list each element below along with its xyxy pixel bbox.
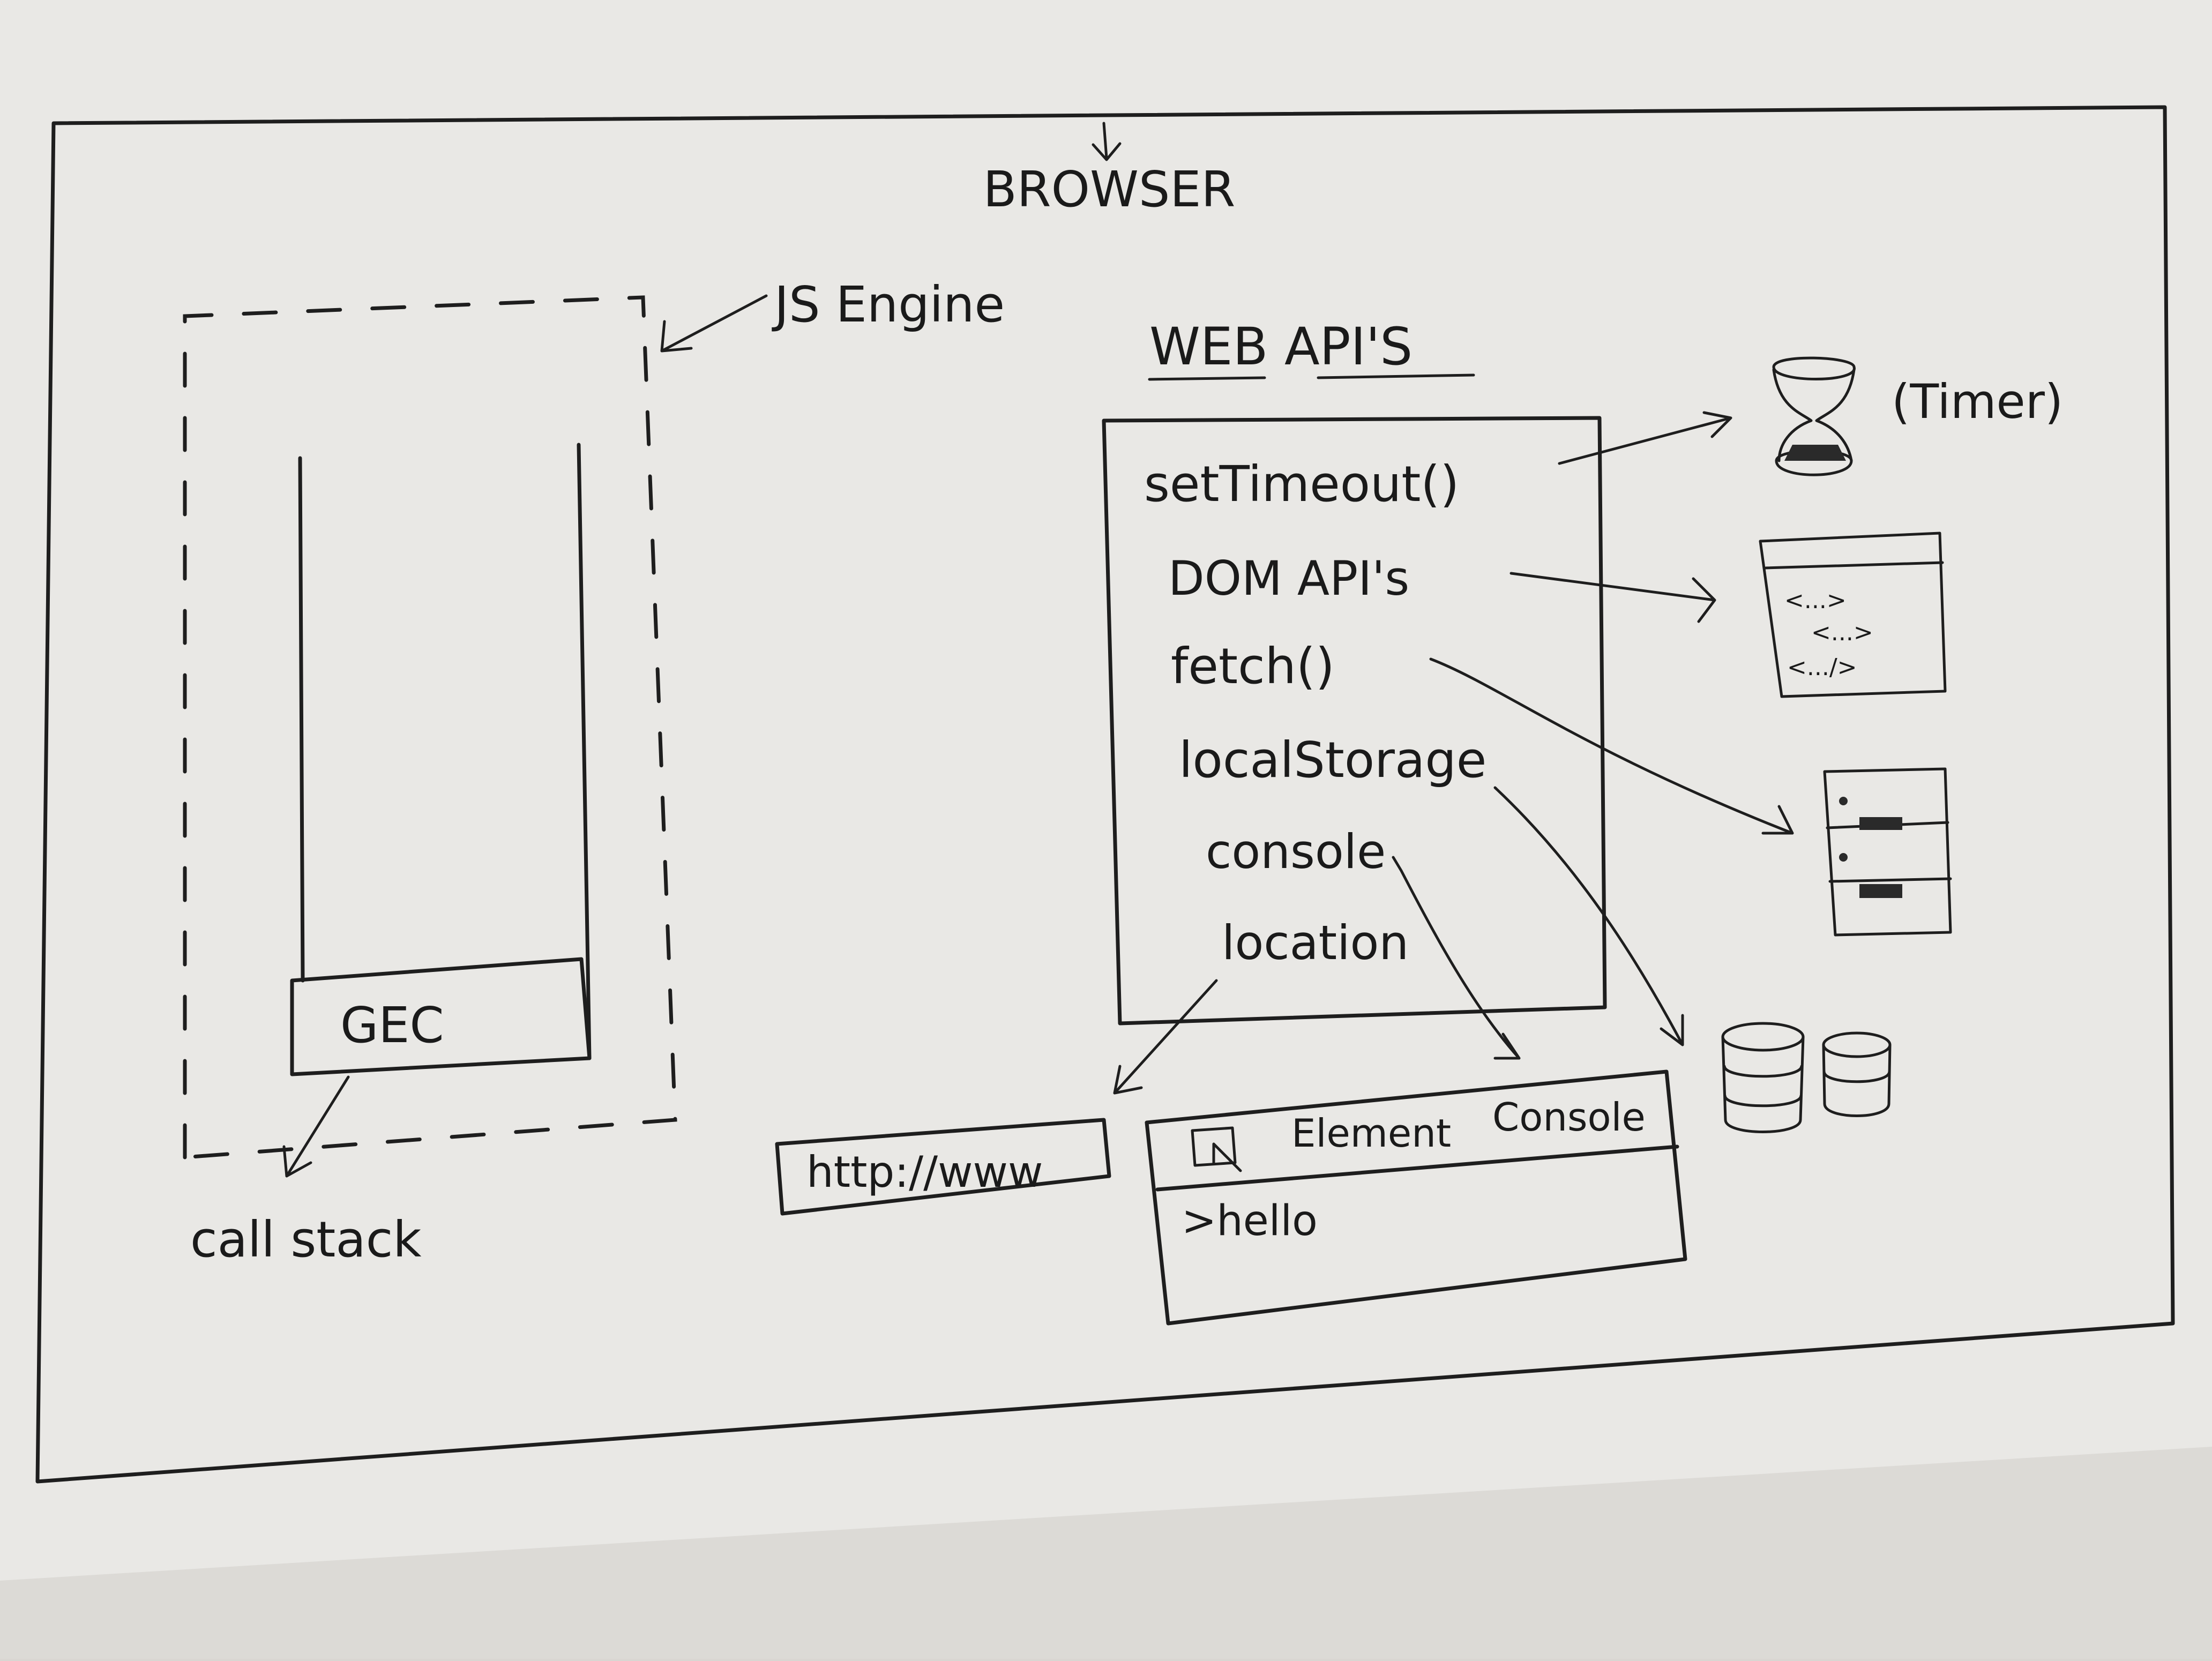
console-output: >hello [1182,1197,1318,1245]
devtools-panel [1145,1069,1687,1326]
web-api-item: console [1206,824,1386,879]
database-icon [1721,1022,1805,1133]
js-engine-boundary [183,295,677,1159]
browser-arrow-icon [1092,122,1122,161]
call-stack-column [298,443,592,1060]
fetch-arrow-icon [1429,657,1794,835]
localstorage-arrow-icon [1493,786,1684,1046]
call-stack-label: call stack [190,1211,422,1268]
dom-icon-line: <...> [1811,619,1873,646]
devtools-tab-console: Console [1492,1095,1646,1140]
settimeout-arrow-icon [1558,411,1732,465]
timer-label: (Timer) [1892,374,2063,429]
gec-label: GEC [340,997,444,1054]
web-api-item: localStorage [1179,731,1486,789]
dom-document-icon: <...> <...> <.../> [1759,532,1947,698]
hourglass-icon [1772,356,1856,476]
location-arrow-icon [1113,979,1218,1095]
browser-label: BROWSER [983,161,1236,218]
web-apis-title: WEB API'S [1149,317,1413,377]
js-engine-label: JS Engine [772,276,1005,333]
dom-icon-line: <.../> [1787,654,1857,681]
database-icon [1822,1031,1892,1117]
browser-frame [35,105,2175,1484]
inspect-icon [1191,1126,1242,1172]
console-arrow-icon [1392,856,1521,1060]
web-api-item: setTimeout() [1144,455,1459,513]
web-api-item: fetch() [1171,638,1335,695]
dom-icon-line: <...> [1784,587,1847,614]
url-bar [775,1118,1111,1216]
web-api-item: location [1222,915,1409,970]
devtools-tab-element: Element [1291,1111,1451,1156]
js-engine-arrow-icon [660,294,768,353]
dom-arrow-icon [1509,572,1716,623]
web-apis-box [1102,416,1607,1026]
server-icon [1823,767,1952,937]
url-bar-text: http://www [806,1147,1043,1197]
paper-shadow [0,1447,2212,1659]
web-apis-underline [1148,373,1475,381]
gec-box [290,957,592,1076]
web-api-item: DOM API's [1168,551,1409,606]
call-stack-arrow-icon [282,1075,350,1178]
devtools-tab-divider [1155,1144,1679,1192]
